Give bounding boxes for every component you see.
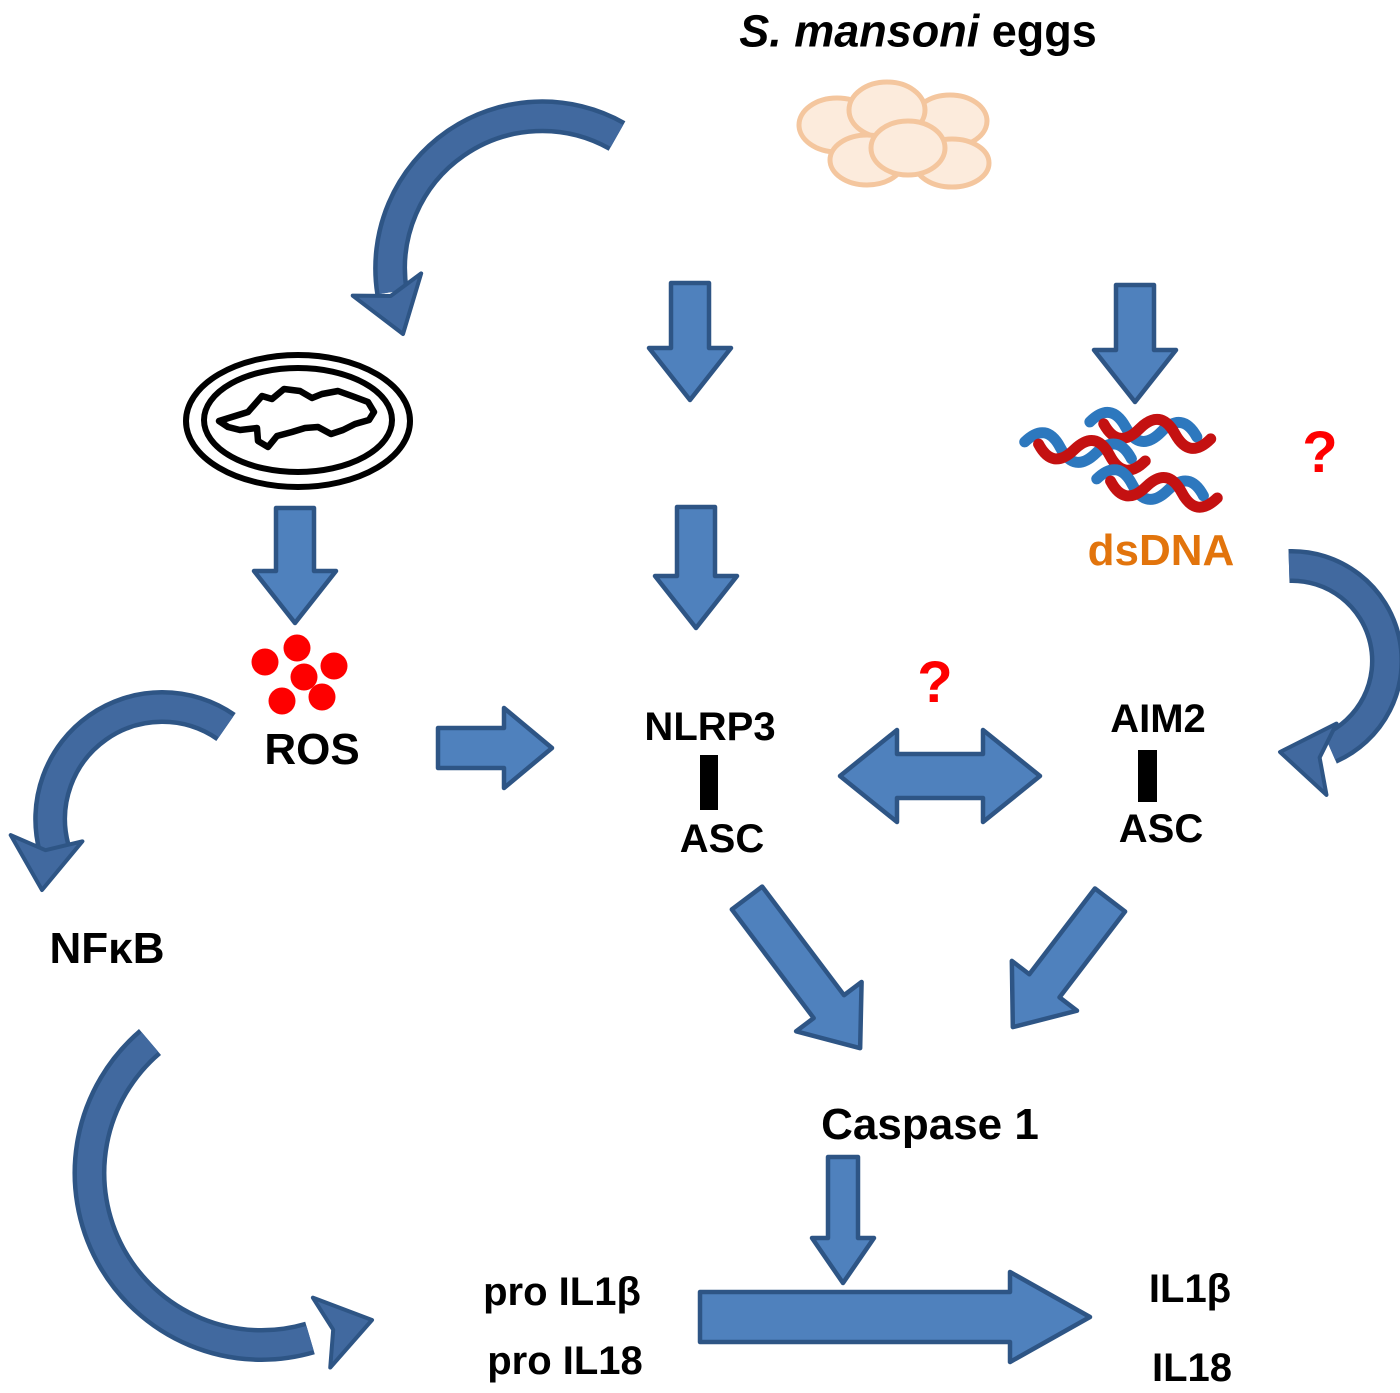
arrow-nlrp3-to-caspase1: [729, 884, 864, 1051]
nlrp3-asc-label: ASC: [679, 817, 765, 861]
curved-arrow-eggs-to-miracidium: [350, 99, 626, 336]
aim2-asc-label: ASC: [1118, 807, 1204, 851]
arrow-eggs-to-dsdna: [1091, 282, 1179, 405]
dsdna-strands-icon: [1019, 407, 1223, 513]
aim2-label: AIM2: [1110, 697, 1206, 741]
arrow-proil-to-il: [697, 1269, 1093, 1365]
nfkb-label: NFκB: [49, 924, 165, 973]
title-suffix: eggs: [991, 5, 1097, 57]
il18-label: IL18: [1151, 1346, 1233, 1390]
question-mark-dsdna: ?: [1302, 420, 1338, 485]
nlrp3-asc-link-bar: [700, 755, 718, 810]
curved-arrow-dsdna-to-aim2: [1278, 548, 1400, 797]
figure-title: S. mansoni eggs: [739, 9, 1097, 54]
question-mark-crosstalk: ?: [917, 650, 953, 715]
aim2-asc-link-bar: [1138, 750, 1157, 802]
species-name: S. mansoni: [739, 5, 980, 57]
arrow-to-nlrp3-lower: [652, 504, 740, 631]
pro-il1b-label: pro IL1β: [483, 1270, 641, 1314]
arrow-miracidium-to-ros: [251, 505, 339, 626]
nlrp3-label: NLRP3: [644, 705, 776, 749]
curved-arrow-ros-to-nfkb: [8, 690, 236, 892]
miracidium-egg-icon: [183, 352, 413, 490]
ros-particles-icon: [251, 634, 348, 715]
ros-label: ROS: [264, 725, 360, 774]
arrow-aim2-to-caspase1: [1009, 886, 1128, 1030]
curved-arrow-nfkb-to-proil: [72, 1029, 374, 1370]
eggs-cluster-icon: [796, 79, 992, 190]
dsdna-label: dsDNA: [1087, 526, 1235, 575]
arrow-caspase1-to-cleavage: [809, 1154, 877, 1286]
pro-il18-label: pro IL18: [487, 1339, 643, 1383]
arrow-ros-to-nlrp3: [435, 705, 555, 791]
double-arrow-nlrp3-aim2: [837, 727, 1043, 825]
il1b-label: IL1β: [1148, 1267, 1232, 1311]
arrow-eggs-to-nlrp3-upper: [646, 280, 734, 403]
caspase1-label: Caspase 1: [821, 1100, 1039, 1149]
